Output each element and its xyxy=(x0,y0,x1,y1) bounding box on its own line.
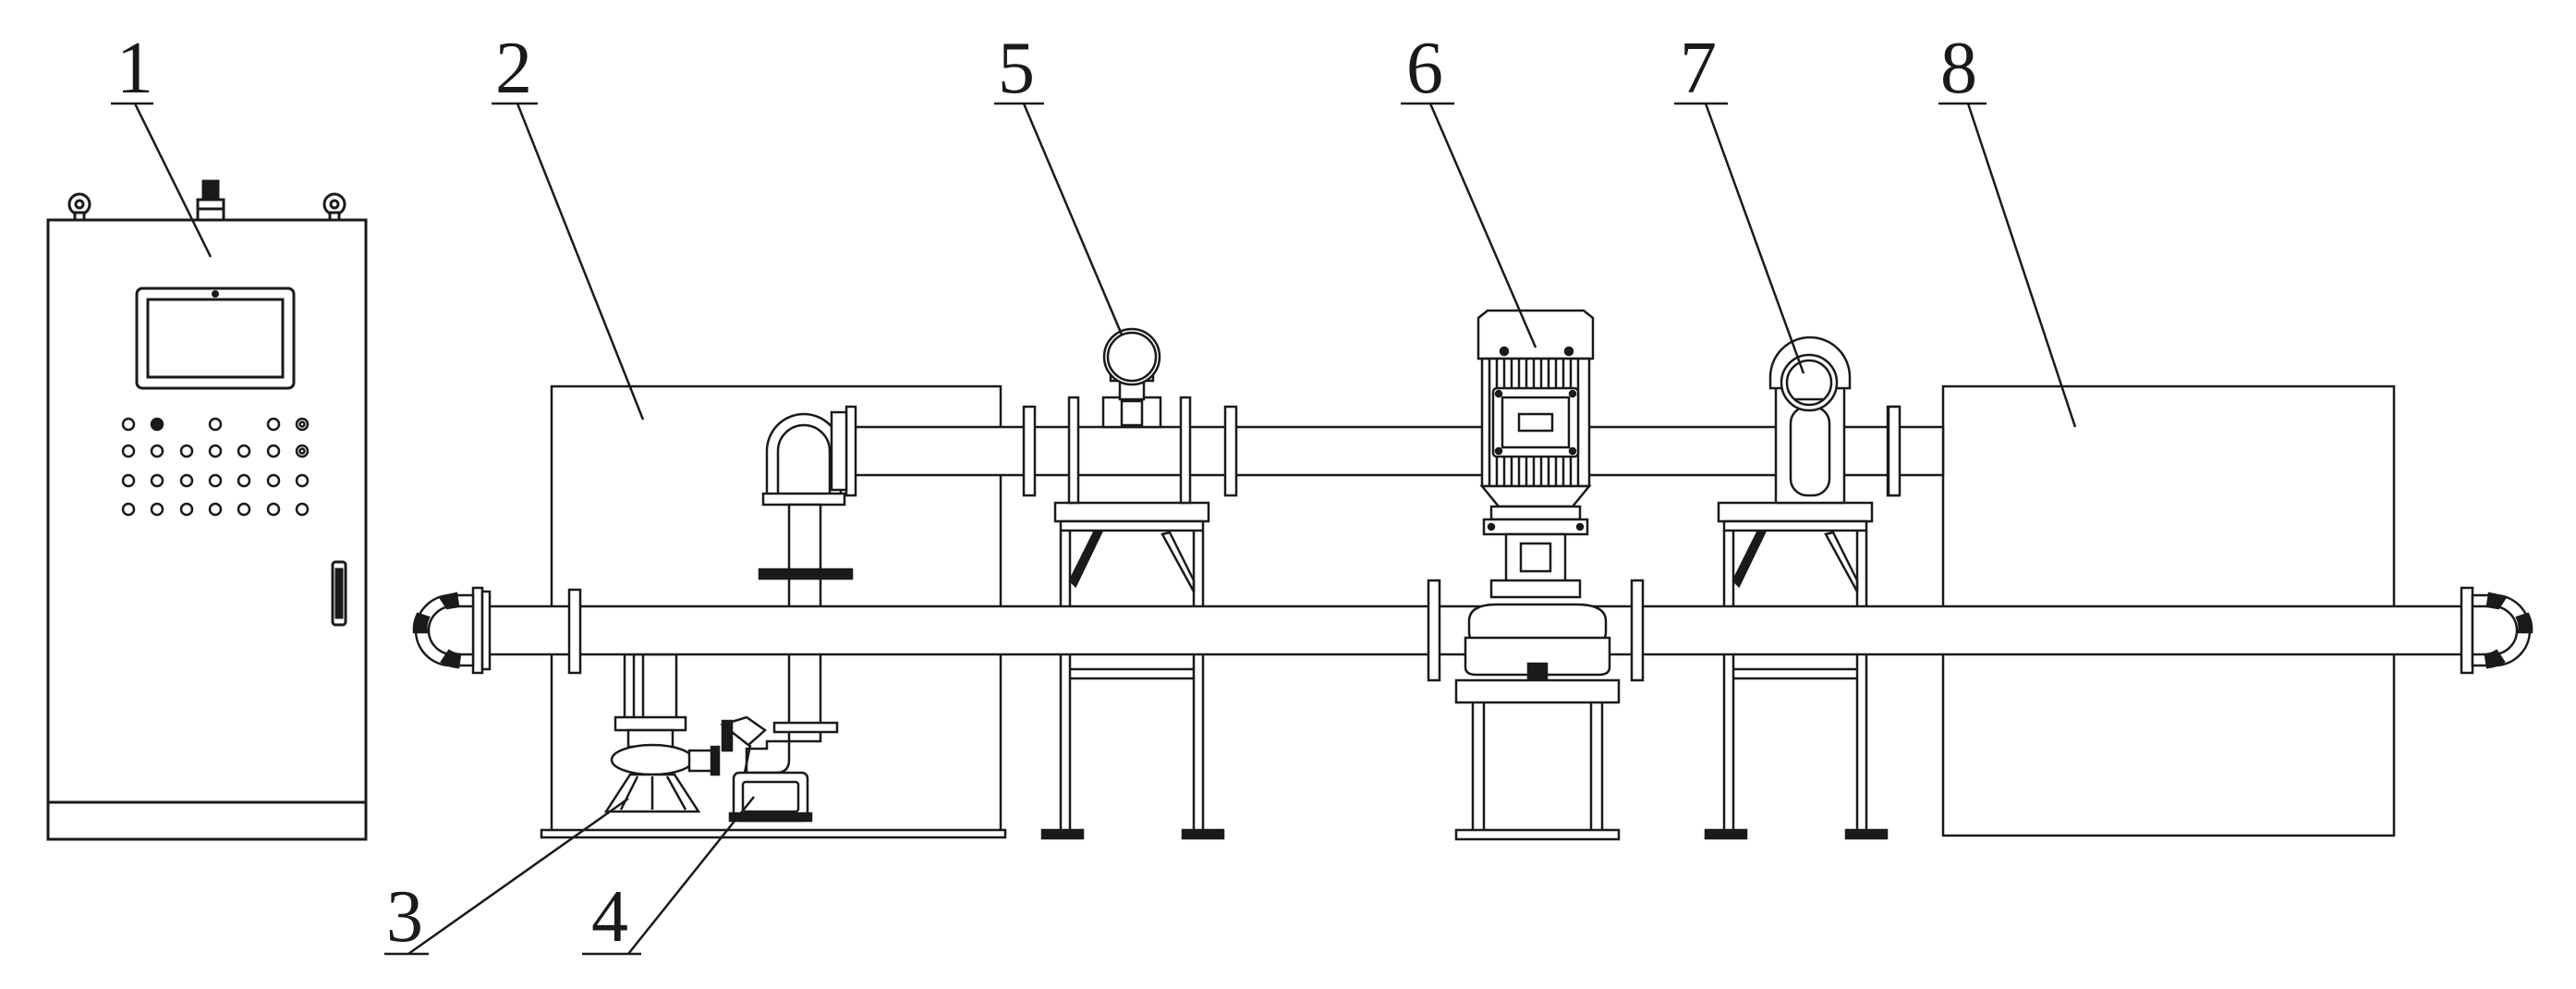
lifting-eye-right xyxy=(322,192,346,222)
alarm-beacon xyxy=(196,179,225,222)
leader-3 xyxy=(384,797,629,956)
submerged-valve xyxy=(720,715,813,823)
inline-pump xyxy=(1464,309,1611,680)
leader-2 xyxy=(492,102,645,421)
label-2: 2 xyxy=(495,28,532,109)
part-labels: 1 2 3 4 5 6 7 8 xyxy=(116,28,1977,958)
flow-meter xyxy=(1768,336,1852,505)
leader-1 xyxy=(111,102,213,258)
support-stand-left xyxy=(1040,501,1225,840)
support-stand-right xyxy=(1704,501,1889,840)
label-1: 1 xyxy=(116,28,153,109)
upper-pipeline xyxy=(844,396,1945,505)
submersible-pump xyxy=(603,653,721,813)
lower-elbow-left xyxy=(412,592,475,669)
lower-elbow-right xyxy=(2471,592,2533,669)
leader-8 xyxy=(1938,102,2077,428)
pressure-gauge xyxy=(1101,327,1162,429)
door-handle xyxy=(331,560,347,627)
pump-stand xyxy=(1454,678,1621,841)
button-panel xyxy=(121,417,310,517)
control-cabinet xyxy=(46,179,368,841)
label-7: 7 xyxy=(1680,28,1717,109)
leader-lines xyxy=(111,102,2077,956)
label-3: 3 xyxy=(386,876,423,958)
label-8: 8 xyxy=(1940,28,1977,109)
leader-4 xyxy=(582,796,755,956)
label-6: 6 xyxy=(1406,28,1443,109)
touch-screen xyxy=(135,287,296,390)
lifting-eye-left xyxy=(67,192,91,222)
label-5: 5 xyxy=(998,28,1035,109)
leader-7 xyxy=(1674,102,1805,374)
leader-6 xyxy=(1401,102,1537,348)
label-4: 4 xyxy=(591,876,628,958)
leader-5 xyxy=(994,102,1124,336)
